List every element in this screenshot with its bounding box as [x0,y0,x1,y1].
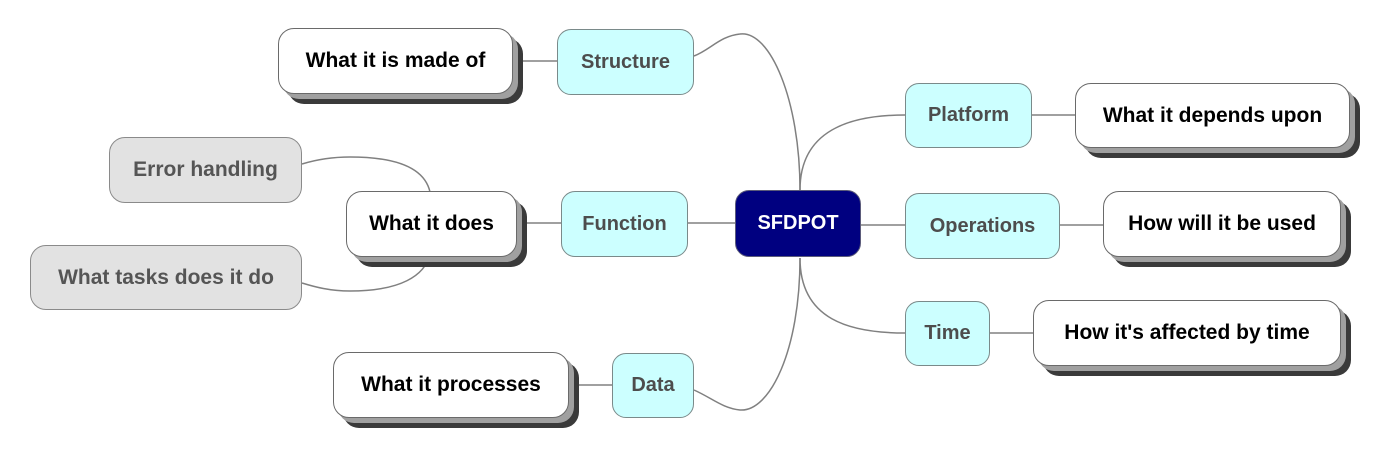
center-node[interactable]: SFDPOT [735,190,861,257]
leaf-platform[interactable]: What it depends upon [1075,83,1350,148]
category-time[interactable]: Time [905,301,990,366]
connector-center-platform [799,114,906,191]
leaf-function[interactable]: What it does [346,191,517,257]
connector-whatitdoes-error [301,156,431,193]
category-data[interactable]: Data [612,353,694,418]
leaf-time[interactable]: How it's affected by time [1033,300,1341,366]
leaf-operations[interactable]: How will it be used [1103,191,1341,257]
category-operations[interactable]: Operations [905,193,1060,259]
connector-center-time [799,257,906,334]
category-structure[interactable]: Structure [557,29,694,95]
connector-center-data [693,257,801,411]
connector-whatitdoes-tasks [301,253,431,292]
leaf-data[interactable]: What it processes [333,352,569,418]
category-platform[interactable]: Platform [905,83,1032,148]
leaf-structure[interactable]: What it is made of [278,28,513,94]
category-function[interactable]: Function [561,191,688,257]
detail-what-tasks[interactable]: What tasks does it do [30,245,302,310]
detail-error-handling[interactable]: Error handling [109,137,302,203]
connector-center-structure [693,33,801,191]
